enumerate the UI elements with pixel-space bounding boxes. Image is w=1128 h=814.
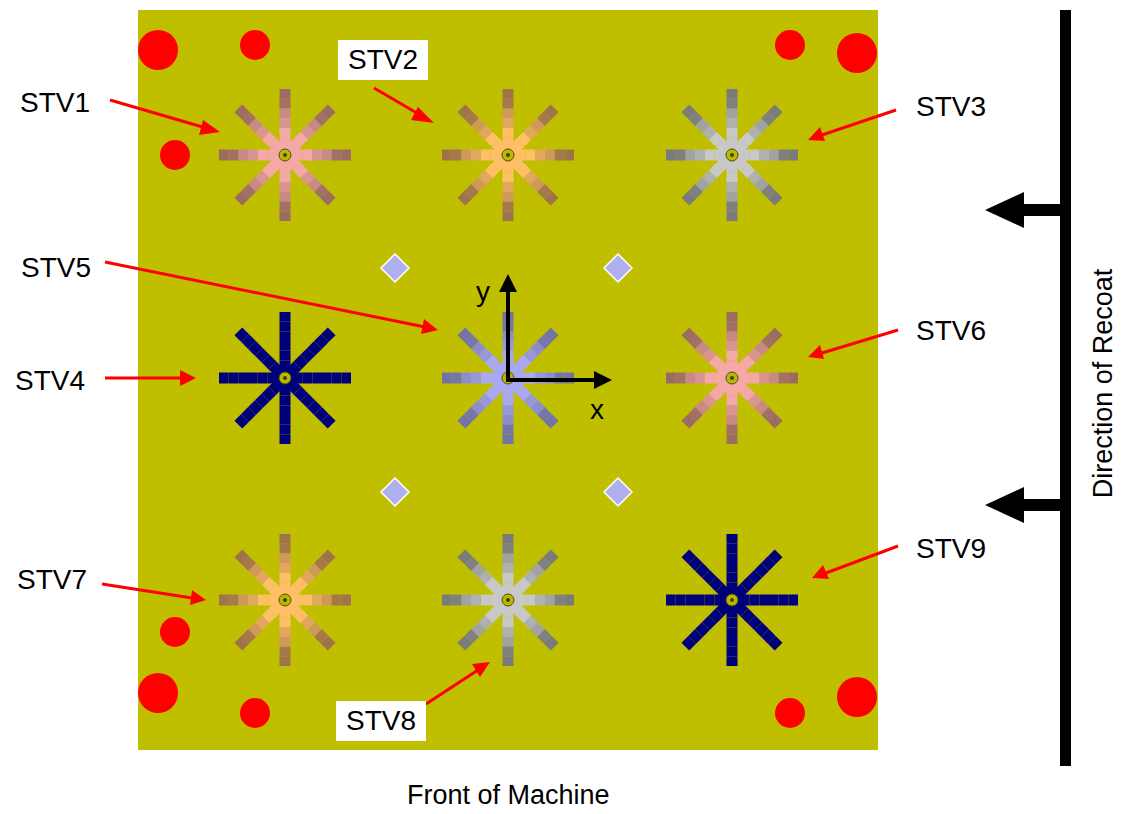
label-box: STV2 <box>338 40 428 80</box>
axis-label: x <box>590 394 604 426</box>
build-plate <box>138 10 878 750</box>
specimen-label: STV6 <box>916 315 986 347</box>
specimen-label: STV9 <box>916 533 986 565</box>
direction-label: Direction of Recoat <box>1088 269 1119 499</box>
specimen-label: STV8 <box>346 705 416 737</box>
axes <box>499 274 612 389</box>
label-box: STV8 <box>336 701 426 741</box>
star-specimens <box>219 89 798 666</box>
specimen-label: STV5 <box>21 252 91 284</box>
axis-label: y <box>476 276 490 308</box>
leader-arrows <box>102 88 898 704</box>
specimen-label: STV4 <box>15 365 85 397</box>
footer-label: Front of Machine <box>407 780 610 811</box>
recoat-indicator <box>985 10 1071 766</box>
specimen-label: STV3 <box>916 91 986 123</box>
diamond-markers <box>381 254 632 506</box>
specimen-label: STV2 <box>348 44 418 76</box>
specimen-label: STV1 <box>20 87 90 119</box>
holes <box>138 30 877 728</box>
specimen-label: STV7 <box>17 564 87 596</box>
